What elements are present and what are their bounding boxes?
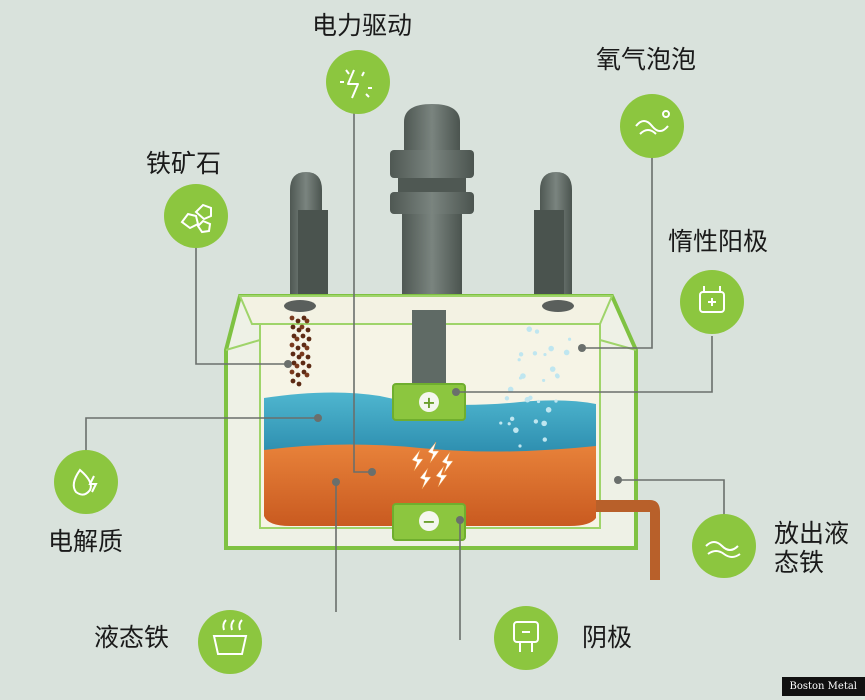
oxygen-bubble <box>543 437 547 441</box>
center-stack <box>390 104 474 302</box>
oxygen-bubble <box>499 421 502 424</box>
oxygen-bubble <box>542 379 545 382</box>
oxygen-bubble <box>543 353 546 356</box>
electrolytic-cell: + − <box>226 296 660 580</box>
oxygen-bubble <box>546 407 552 413</box>
liquid-iron-badge <box>198 610 262 674</box>
ore-particle <box>290 370 295 375</box>
ore-particle <box>295 364 300 369</box>
oxygen-bubble <box>541 421 547 427</box>
oxygen-bubble <box>564 350 570 356</box>
chimneys <box>290 104 572 302</box>
cathode-badge <box>494 606 558 670</box>
cathode-sign: − <box>422 512 435 531</box>
oxygen-bubble <box>518 444 521 447</box>
oxygen-bubble <box>535 329 539 333</box>
label-electrolyte: 电解质 <box>48 528 123 557</box>
ore-particle <box>291 379 296 384</box>
ore-particle <box>306 328 311 333</box>
label-inert-anode: 惰性阳极 <box>668 228 768 257</box>
label-iron-ore: 铁矿石 <box>146 150 221 179</box>
ore-particle <box>306 355 311 360</box>
anode-sign: + <box>422 393 435 412</box>
ore-particle <box>307 337 312 342</box>
oxygen-bubble <box>510 417 514 421</box>
ore-particle <box>290 343 295 348</box>
credit-watermark: Boston Metal <box>782 677 865 696</box>
power-drive-badge <box>326 50 390 114</box>
ore-particle <box>301 361 306 366</box>
oxygen-bubble <box>505 396 509 400</box>
ore-particle <box>301 334 306 339</box>
ore-particle <box>291 352 296 357</box>
ore-particle <box>291 325 296 330</box>
oxygen-bubble <box>548 346 554 352</box>
ore-particle <box>300 325 305 330</box>
label-liquid-iron: 液态铁 <box>94 624 169 653</box>
ore-particle <box>307 364 312 369</box>
oxygen-bubble <box>554 399 557 402</box>
oxygen-bubble <box>508 422 511 425</box>
ore-particle <box>297 382 302 387</box>
ore-particle <box>300 352 305 357</box>
oxygen-bubbles-badge <box>620 94 684 158</box>
oxygen-bubble <box>534 419 538 423</box>
ore-particle <box>305 319 310 324</box>
oxygen-bubble <box>518 358 521 361</box>
ore-particle <box>290 316 295 321</box>
inert-anode-badge <box>680 270 744 334</box>
oxygen-bubble <box>519 376 522 379</box>
label-tap-liquid-iron: 放出液态铁 <box>774 520 856 578</box>
oxygen-bubble <box>526 326 532 332</box>
label-oxygen-bubbles: 氧气泡泡 <box>596 46 696 75</box>
oxygen-bubble <box>513 427 519 433</box>
ore-particle <box>296 373 301 378</box>
oxygen-bubble <box>537 400 540 403</box>
oxygen-bubble <box>555 374 559 378</box>
iron-ore-badge <box>164 184 228 248</box>
tap-liquid-iron-badge <box>692 514 756 578</box>
ore-particle <box>296 319 301 324</box>
oxygen-bubble <box>533 351 537 355</box>
oxygen-bubble <box>550 366 556 372</box>
label-power-drive: 电力驱动 <box>312 12 412 41</box>
oxygen-bubble <box>519 352 523 356</box>
oxygen-bubble <box>568 338 571 341</box>
ore-particle <box>305 346 310 351</box>
ore-particle <box>296 346 301 351</box>
electrolyte-badge <box>54 450 118 514</box>
oxygen-bubble <box>528 396 532 400</box>
label-cathode: 阴极 <box>582 624 632 653</box>
ore-particle <box>305 373 310 378</box>
ore-particle <box>295 337 300 342</box>
